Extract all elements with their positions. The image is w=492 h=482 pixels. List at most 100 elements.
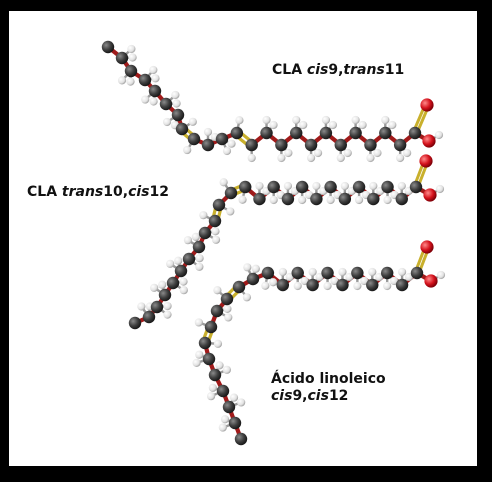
label-cla-cis9-trans11: CLA cis9,trans11 <box>272 62 404 79</box>
carbon-atom <box>408 126 422 140</box>
hydrogen-atom <box>192 358 201 367</box>
hydrogen-atom <box>343 148 352 158</box>
carbon-atom <box>364 138 377 152</box>
hydrogen-atom <box>172 99 181 108</box>
label-isomer-2: cis <box>307 388 329 404</box>
hydrogen-atom <box>403 148 412 158</box>
hydrogen-atom <box>183 236 193 245</box>
hydrogen-atom <box>220 415 230 424</box>
hydrogen-atom <box>353 281 362 291</box>
hydrogen-atom <box>293 281 302 291</box>
carbon-atom <box>295 180 309 194</box>
hydrogen-atom <box>211 227 220 236</box>
oxygen-atom <box>422 134 436 148</box>
hydrogen-atom <box>235 116 244 125</box>
carbon-atom <box>234 432 248 446</box>
hydrogen-atom <box>126 77 135 86</box>
hydrogen-atom <box>299 120 308 130</box>
hydrogen-atom <box>162 117 172 127</box>
carbon-atom <box>290 126 303 140</box>
hydrogen-atom <box>323 281 332 291</box>
hydrogen-atom <box>149 97 158 106</box>
label-position-2: 12 <box>328 388 349 404</box>
carbon-atom <box>352 180 366 194</box>
carbon-atom <box>101 40 115 54</box>
carbon-atom <box>393 138 407 152</box>
carbon-atom <box>334 138 347 152</box>
hydrogen-atom <box>269 278 278 287</box>
hydrogen-atom <box>278 267 287 277</box>
carbon-atom <box>366 278 379 292</box>
carbon-atom <box>202 352 216 366</box>
carbon-atom <box>210 304 224 318</box>
carbon-atom <box>261 266 275 280</box>
carbon-atom <box>215 132 229 146</box>
hydrogen-atom <box>218 423 227 432</box>
hydrogen-atom <box>226 207 235 216</box>
carbon-atom <box>304 138 318 152</box>
hydrogen-atom <box>366 153 375 163</box>
hydrogen-atom <box>397 267 407 277</box>
hydrogen-atom <box>383 195 392 205</box>
carbon-atom <box>338 192 352 206</box>
hydrogen-atom <box>351 115 360 125</box>
molecule-canvas <box>101 40 446 446</box>
carbon-atom <box>212 198 226 212</box>
carbon-atom <box>381 180 394 194</box>
carbon-atom <box>228 416 242 430</box>
carbon-atom <box>222 400 236 414</box>
label-isomer-1: trans <box>61 184 104 200</box>
hydrogen-atom <box>269 120 278 130</box>
carbon-atom <box>158 288 172 302</box>
carbon-atom <box>310 192 323 206</box>
hydrogen-atom <box>368 267 377 277</box>
carbon-atom <box>395 278 409 292</box>
carbon-atom <box>187 132 201 146</box>
hydrogen-atom <box>151 74 160 83</box>
carbon-atom <box>319 126 333 140</box>
carbon-atom <box>208 214 222 228</box>
hydrogen-atom <box>213 286 222 295</box>
hydrogen-atom <box>149 65 158 75</box>
hydrogen-atom <box>340 181 349 191</box>
label-position-2: 11 <box>384 62 405 78</box>
carbon-atom <box>142 310 156 324</box>
carbon-atom <box>192 240 206 254</box>
hydrogen-atom <box>206 392 216 401</box>
hydrogen-atom <box>215 361 224 370</box>
carbon-atom <box>148 84 162 98</box>
hydrogen-atom <box>338 267 347 277</box>
diagram-frame: CLA cis9,trans11 CLA trans10,cis12 Ácido… <box>9 11 477 466</box>
hydrogen-atom <box>247 153 256 163</box>
label-isomer-2: trans <box>343 62 385 78</box>
oxygen-atom <box>419 154 433 168</box>
hydrogen-atom <box>373 148 382 158</box>
carbon-atom <box>395 192 408 206</box>
hydrogen-atom <box>283 181 293 191</box>
hydrogen-atom <box>150 283 159 292</box>
hydrogen-atom <box>397 181 406 191</box>
hydrogen-atom <box>174 256 183 265</box>
hydrogen-atom <box>166 259 175 268</box>
hydrogen-atom <box>117 76 127 85</box>
hydrogen-atom <box>435 184 445 194</box>
hydrogen-atom <box>179 286 188 295</box>
carbon-atom <box>275 138 288 152</box>
carbon-atom <box>159 97 173 111</box>
carbon-atom <box>220 292 234 306</box>
hydrogen-atom <box>227 139 236 148</box>
hydrogen-atom <box>328 120 338 130</box>
hydrogen-atom <box>237 398 246 407</box>
hydrogen-atom <box>195 262 204 271</box>
carbon-atom <box>409 180 423 194</box>
hydrogen-atom <box>183 145 192 155</box>
carbon-atom <box>201 138 215 152</box>
hydrogen-atom <box>223 304 232 313</box>
hydrogen-atom <box>203 127 213 137</box>
hydrogen-atom <box>188 117 197 126</box>
carbon-atom <box>253 192 266 206</box>
carbon-atom <box>128 316 142 330</box>
carbon-atom <box>380 266 394 280</box>
hydrogen-atom <box>238 195 247 204</box>
hydrogen-atom <box>262 115 271 125</box>
